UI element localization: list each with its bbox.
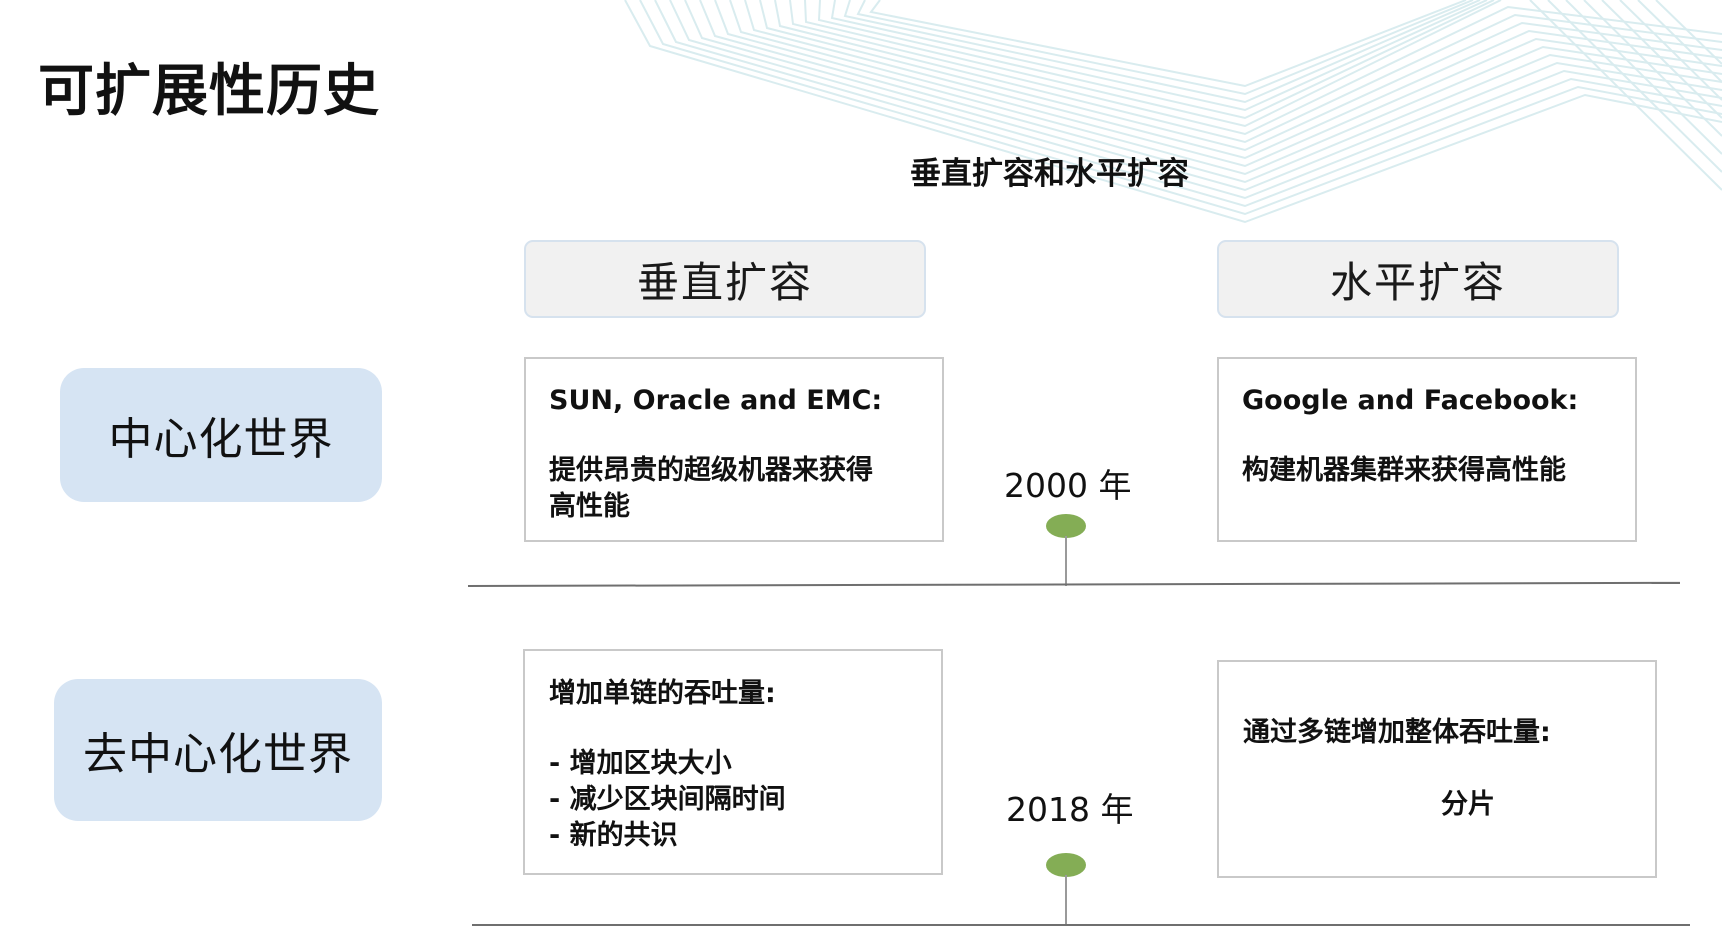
cell-centralized-horizontal: Google and Facebook: 构建机器集群来获得高性能 bbox=[1217, 357, 1637, 542]
list-item: - 增加区块大小 bbox=[549, 748, 732, 779]
timeline-stem-2018 bbox=[1065, 875, 1067, 925]
column-header-vertical: 垂直扩容 bbox=[524, 240, 926, 318]
cell-text: 提供昂贵的超级机器来获得 bbox=[549, 455, 873, 486]
cell-decentralized-vertical: 增加单链的吞吐量: - 增加区块大小 - 减少区块间隔时间 - 新的共识 bbox=[523, 649, 943, 875]
cell-heading: Google and Facebook: bbox=[1242, 385, 1579, 416]
cell-heading: SUN, Oracle and EMC: bbox=[549, 385, 883, 416]
cell-heading: 增加单链的吞吐量: bbox=[549, 678, 776, 709]
page-title: 可扩展性历史 bbox=[38, 59, 380, 124]
cell-centralized-vertical: SUN, Oracle and EMC: 提供昂贵的超级机器来获得 高性能 bbox=[524, 357, 944, 542]
cell-decentralized-horizontal: 通过多链增加整体吞吐量: 分片 bbox=[1217, 660, 1657, 878]
timeline-axis-decentralized bbox=[472, 924, 1690, 926]
cell-text: 分片 bbox=[1441, 789, 1495, 820]
timeline-stem-2000 bbox=[1065, 536, 1067, 586]
timeline-marker-2000 bbox=[1046, 514, 1086, 538]
cell-text: 高性能 bbox=[549, 491, 630, 522]
timeline-year-2000: 2000 年 bbox=[1004, 466, 1132, 505]
slide-subtitle: 垂直扩容和水平扩容 bbox=[910, 156, 1189, 192]
cell-text: 构建机器集群来获得高性能 bbox=[1242, 455, 1566, 486]
row-label-centralized: 中心化世界 bbox=[60, 368, 382, 502]
cell-heading: 通过多链增加整体吞吐量: bbox=[1243, 717, 1551, 748]
list-item: - 减少区块间隔时间 bbox=[549, 784, 786, 815]
list-item: - 新的共识 bbox=[549, 820, 678, 851]
timeline-marker-2018 bbox=[1046, 853, 1086, 877]
timeline-axis-centralized bbox=[467, 581, 1680, 587]
timeline-year-2018: 2018 年 bbox=[1006, 790, 1134, 829]
row-label-decentralized: 去中心化世界 bbox=[54, 679, 382, 821]
column-header-horizontal: 水平扩容 bbox=[1217, 240, 1619, 318]
